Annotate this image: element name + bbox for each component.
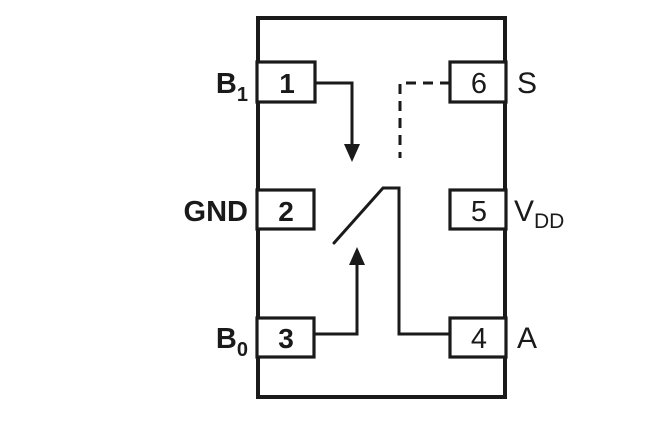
pin-6-number: 6 bbox=[471, 68, 487, 100]
pin-2-number: 2 bbox=[278, 196, 294, 227]
pin-5-label-main: V bbox=[514, 195, 534, 228]
pin1-throw-wire bbox=[315, 81, 354, 146]
common-pole-wire bbox=[383, 186, 450, 336]
pin-3-label: B0 bbox=[216, 323, 248, 361]
pin-1-number: 1 bbox=[279, 68, 295, 99]
pin-1-label-sub: 1 bbox=[237, 84, 248, 106]
pin-6-label-main: S bbox=[517, 67, 537, 100]
pin-1-label-main: B bbox=[216, 68, 237, 100]
pin-6-label: S bbox=[517, 67, 537, 100]
pin-3-number: 3 bbox=[278, 323, 294, 354]
pin-5-label: VDD bbox=[514, 195, 564, 233]
pin-5-label-sub: DD bbox=[534, 210, 564, 233]
pin-6-box bbox=[448, 60, 508, 104]
pin3-throw-wire bbox=[314, 263, 359, 336]
switch-lever bbox=[332, 186, 385, 245]
arrow-down-icon bbox=[344, 144, 360, 162]
pin-3-label-main: B bbox=[216, 323, 237, 355]
pin-5-box bbox=[448, 188, 508, 231]
pin-2-label: GND bbox=[184, 196, 248, 228]
pin-4-box bbox=[448, 316, 508, 359]
pin-4-label-main: A bbox=[517, 322, 537, 355]
pin-5-number: 5 bbox=[471, 196, 487, 228]
pin-4-label: A bbox=[517, 322, 537, 355]
pin-2-box bbox=[255, 188, 316, 231]
pin-3-box bbox=[255, 316, 316, 359]
arrow-up-icon bbox=[349, 247, 365, 265]
pin-1-box bbox=[255, 60, 317, 104]
pin-2-label-main: GND bbox=[184, 196, 248, 228]
pin-3-label-sub: 0 bbox=[237, 339, 248, 361]
pin-4-number: 4 bbox=[471, 323, 487, 355]
pin-1-label: B1 bbox=[216, 68, 248, 106]
